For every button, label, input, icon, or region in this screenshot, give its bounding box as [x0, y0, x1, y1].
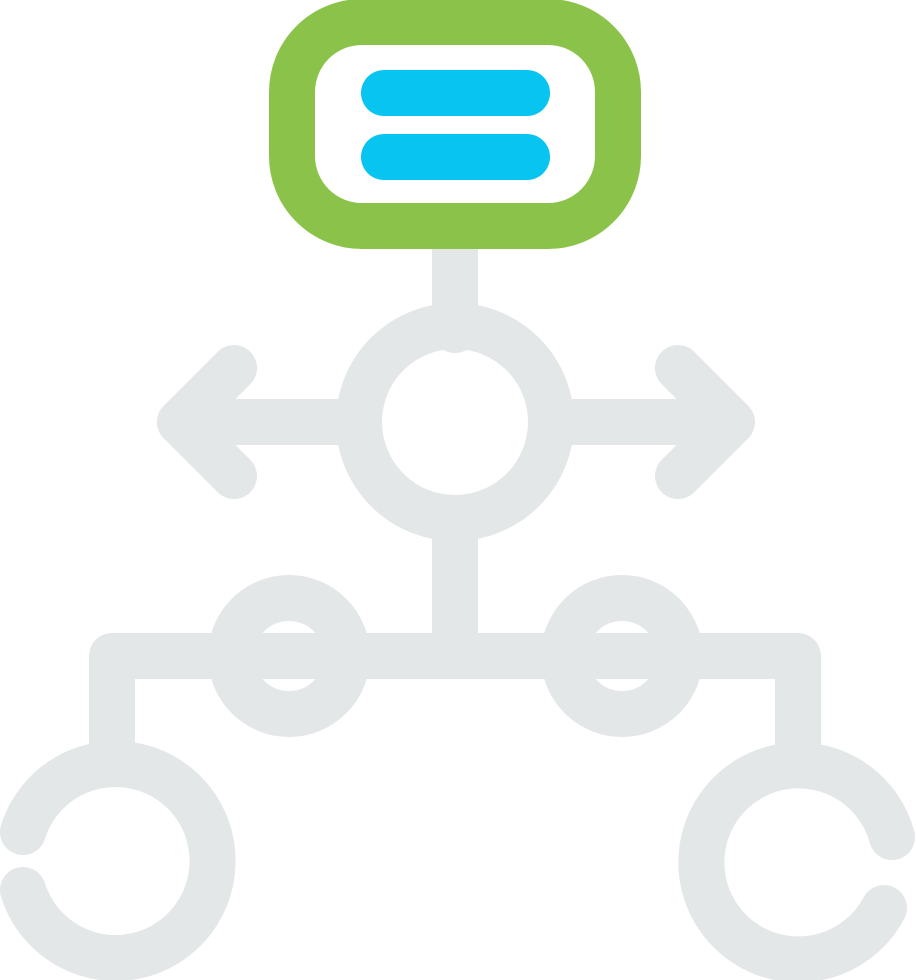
right-arrow-head — [655, 345, 755, 499]
top-process-box — [269, 0, 641, 249]
left-arrow-head — [157, 345, 257, 499]
left-middle-node — [208, 575, 370, 737]
center-hub-node — [336, 303, 574, 541]
bottom-right-open-node — [678, 742, 915, 980]
bottom-left-open-node — [0, 741, 236, 980]
branch-bar — [89, 633, 821, 745]
right-middle-node — [541, 575, 703, 737]
